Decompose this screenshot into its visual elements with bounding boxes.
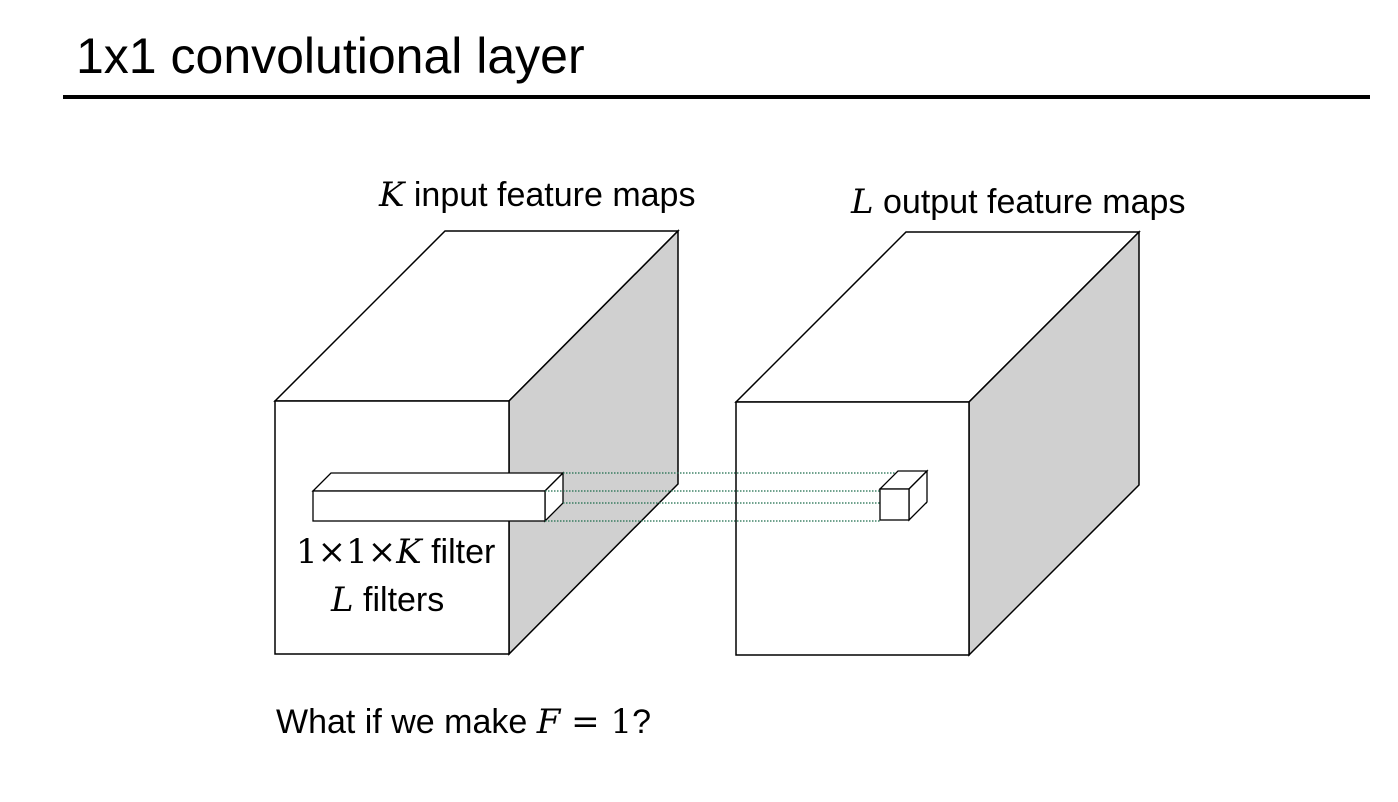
filters-count-var: L: [331, 580, 354, 620]
question-eq: = 1: [560, 702, 633, 742]
input-volume-front-face: [274, 400, 510, 655]
output-volume: [734, 230, 1141, 657]
title-rule: [63, 95, 1370, 99]
filter-size-label: 1×1×K filter: [296, 532, 495, 572]
output-voxel: [878, 469, 929, 522]
input-feature-maps-label: K input feature maps: [379, 175, 695, 215]
slide-title: 1x1 convolutional layer: [76, 28, 585, 84]
connector-lines: [545, 472, 927, 522]
output-label-text: output feature maps: [873, 183, 1186, 221]
question-end: ?: [632, 703, 652, 741]
input-var: K: [379, 175, 405, 215]
question-var: F: [536, 702, 561, 742]
output-volume-front-face: [735, 401, 970, 656]
filter-size-text: filter: [421, 533, 496, 571]
filters-count-label: L filters: [331, 580, 444, 620]
filter-bar: [311, 471, 565, 523]
question-prefix: What if we make: [276, 703, 537, 741]
output-voxel-front-face: [879, 488, 910, 521]
question-text: What if we make F = 1?: [276, 702, 651, 742]
filter-size-var: K: [396, 532, 422, 572]
input-label-text: input feature maps: [404, 176, 696, 214]
filter-size-prefix: 1×1×: [296, 532, 397, 572]
filters-count-text: filters: [353, 581, 445, 619]
output-feature-maps-label: L output feature maps: [851, 182, 1185, 222]
filter-bar-front-face: [312, 490, 546, 522]
input-volume: [273, 229, 680, 656]
output-var: L: [851, 182, 874, 222]
filter-bar-top-face: [311, 472, 565, 492]
